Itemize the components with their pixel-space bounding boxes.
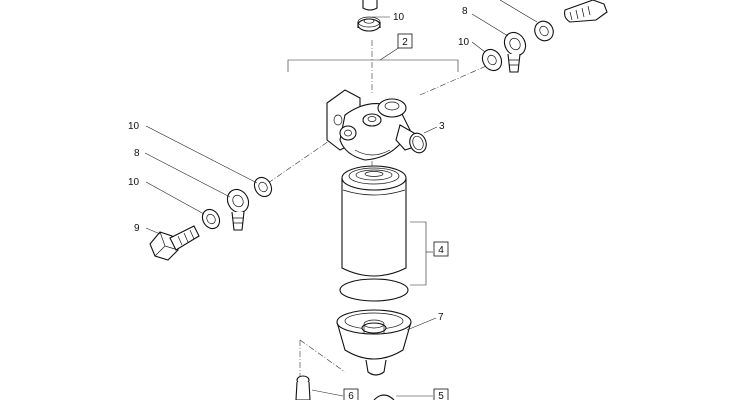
washer-top-right <box>534 20 554 42</box>
callout-8-left: 8 <box>134 148 140 159</box>
bolt-9 <box>149 225 200 261</box>
callout-box-2 <box>397 33 413 49</box>
callout-8-top: 8 <box>462 6 468 17</box>
callout-10-left-a: 10 <box>128 121 140 132</box>
assembly-bracket-2 <box>287 59 459 72</box>
washer-10-right <box>481 48 503 72</box>
leader-top-right-edge <box>499 0 538 23</box>
top-screw-tip <box>362 0 378 11</box>
leader-3 <box>423 126 438 134</box>
callout-5: 5 <box>438 391 444 400</box>
callout-6: 6 <box>348 391 354 400</box>
leader-2 <box>379 46 401 61</box>
sensor-5 <box>373 394 395 400</box>
callout-10-left-b: 10 <box>128 177 140 188</box>
banjo-fitting-8-left <box>226 188 250 231</box>
callout-10-right: 10 <box>458 37 470 48</box>
bracket-4 <box>410 221 427 286</box>
filter-head <box>326 89 411 161</box>
leader-10-left-a <box>145 125 258 184</box>
bowl-7 <box>336 309 412 376</box>
filter-cartridge <box>341 165 407 277</box>
leader-9 <box>145 227 161 235</box>
bolt-top-right <box>564 0 608 23</box>
drain-valve-6 <box>295 375 311 400</box>
callout-3: 3 <box>439 121 445 132</box>
plug-3 <box>395 124 427 154</box>
callout-2: 2 <box>402 37 408 48</box>
seal-ring <box>339 278 409 302</box>
callout-4: 4 <box>438 245 444 256</box>
centerline-bottom-left <box>299 339 346 373</box>
callout-9: 9 <box>134 223 140 234</box>
leader-8-top <box>471 13 509 37</box>
callout-box-5 <box>433 388 449 400</box>
leader-8-left <box>144 152 231 198</box>
callout-box-4 <box>433 241 449 257</box>
banjo-fitting-top-right <box>503 31 527 73</box>
centerline-right <box>419 59 501 96</box>
callout-box-6 <box>343 388 359 400</box>
callout-10-top: 10 <box>393 12 405 23</box>
washer-10-left-a <box>253 176 273 198</box>
leader-6 <box>311 389 344 397</box>
washer-10-left-b <box>201 208 221 230</box>
leader-10-right <box>471 41 486 53</box>
washer-10-top <box>357 16 381 32</box>
leader-7 <box>406 317 437 331</box>
leader-10-left-b <box>145 181 205 215</box>
callout-7: 7 <box>438 312 444 323</box>
